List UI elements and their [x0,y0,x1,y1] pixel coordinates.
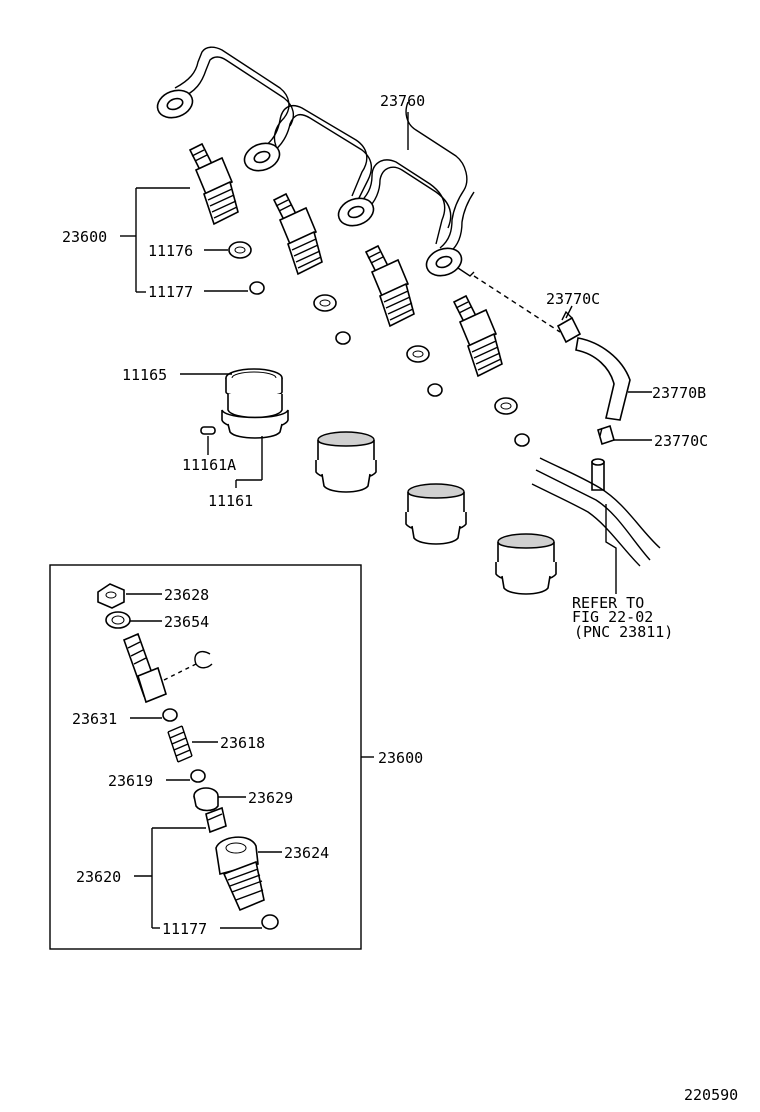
label-23619: 23619 [108,772,153,790]
nozzle-holder-4 [452,294,503,378]
spring-23618 [167,725,193,763]
clamp-23770c-b [597,424,615,446]
label-11177-bottom: 11177 [162,920,207,938]
bracket-23620 [134,827,206,929]
label-23760: 23760 [380,92,425,110]
nozzle-holder-1 [188,142,239,226]
dashed-guide [473,275,561,333]
label-23770c-a: 23770C [546,290,600,308]
ball-23619 [190,769,206,783]
refer-line-1: REFER TO [572,594,644,612]
label-23770c-b: 23770C [654,432,708,450]
refer-line-2: FIG 22-02 [572,608,653,626]
label-23600-box: 23600 [378,749,423,767]
label-11161a: 11161A [182,456,236,474]
washer-23654 [105,611,131,629]
label-11165: 11165 [122,366,167,384]
chamber-seal-3 [495,533,557,595]
label-23628: 23628 [164,586,209,604]
gaskets-11176 [228,241,518,415]
label-11177-top: 11177 [148,283,193,301]
refer-line-3: (PNC 23811) [574,623,673,641]
label-23600-top: 23600 [62,228,107,246]
dashed-circlip [163,663,197,681]
chamber-seal-2 [405,483,467,545]
chamber-seal-1 [315,431,377,493]
gaskets-11177 [249,281,530,447]
label-23620: 23620 [76,868,121,886]
clamp-23770c-a [556,310,582,344]
label-23631: 23631 [72,710,117,728]
label-23618: 23618 [220,734,265,752]
hose-23770b [575,337,631,421]
nut-23628 [97,583,125,609]
label-23624: 23624 [284,844,329,862]
label-11176: 11176 [148,242,193,260]
circlip [194,650,213,669]
nozzle-holder-2 [272,192,323,276]
injection-pipes [156,46,475,277]
label-23629: 23629 [248,789,293,807]
label-23770b: 23770B [652,384,706,402]
return-pipe [531,457,661,594]
diagram-id: 220590 [684,1086,738,1104]
seal-11165 [221,368,289,439]
group-23600-top [120,187,248,293]
nozzle-holder-3 [364,244,415,328]
label-11161: 11161 [208,492,253,510]
nozzle-23620 [205,806,227,834]
stud [122,632,167,704]
pin-23631 [162,708,178,722]
pin-11161a [200,426,216,435]
leader-23770c-a [565,305,573,319]
body-23624 [215,836,265,912]
gasket-11177-bottom [261,914,279,930]
label-23654: 23654 [164,613,209,631]
spacer-23629 [193,787,219,812]
